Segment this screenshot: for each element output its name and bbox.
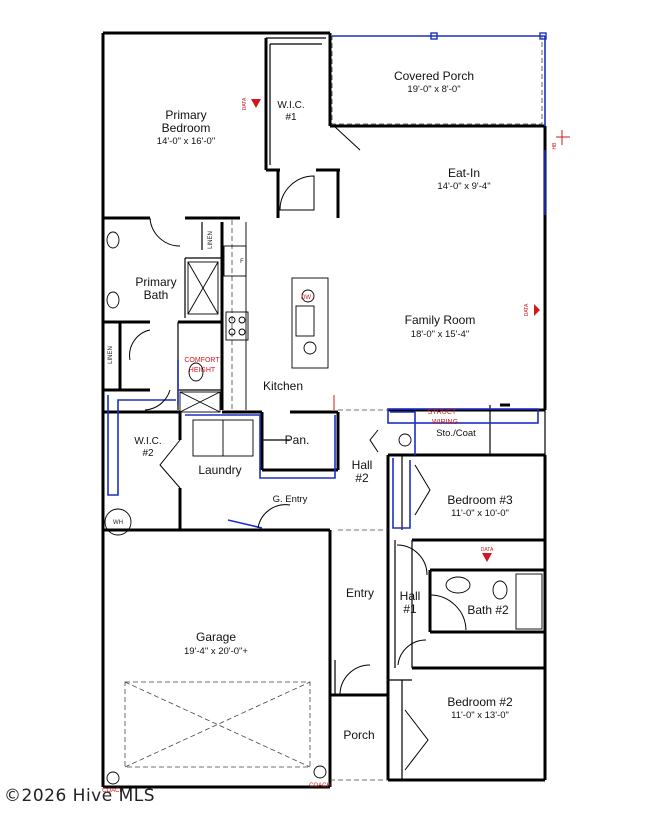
kitchen-island (291, 277, 329, 369)
range (225, 311, 249, 341)
wic1-label-2: #1 (285, 112, 297, 123)
primary-bath-label: Primary (135, 275, 176, 289)
comfort-label: COMFORT (184, 357, 220, 364)
wic2-label-2: #2 (142, 448, 154, 459)
room-labels: Covered Porch 19'-0" x 8'-0" Primary Bed… (134, 69, 513, 742)
hall1-label: Hall (400, 589, 421, 603)
sto-coat-label: Sto./Coat (436, 428, 476, 439)
linen-upper-label: LINEN (208, 231, 214, 249)
water-heater (104, 508, 132, 536)
bedroom3-label: Bedroom #3 (447, 493, 513, 507)
dashed-guides (124, 220, 388, 781)
eat-in-label: Eat-In (448, 166, 480, 180)
linen-lower-label: LINEN (108, 346, 114, 364)
struct-label: STRUCT (428, 409, 457, 416)
laundry-label: Laundry (198, 463, 241, 477)
blue-outlines (107, 150, 546, 529)
data-label-bath: DATA (481, 547, 494, 553)
fixtures (104, 99, 570, 785)
bedroom2-dim: 11'-0" x 13'-0" (451, 710, 509, 721)
family-room-label: Family Room (405, 313, 476, 327)
pantry-label: Pan. (285, 433, 310, 447)
shower (187, 261, 219, 315)
primary-bedroom-label-2: Bedroom (162, 121, 211, 135)
struct-label-2: WIRING (432, 419, 458, 426)
garage-dim: 19'-4" x 20'-0"+ (184, 646, 248, 657)
bath2-label: Bath #2 (467, 603, 509, 617)
hall1-label-2: #1 (403, 602, 417, 616)
dw-label: DW (301, 295, 311, 301)
primary-bath-label-2: Bath (144, 288, 169, 302)
kitchen-label: Kitchen (263, 379, 303, 393)
bedroom2-label: Bedroom #2 (447, 695, 513, 709)
g-entry-label: G. Entry (273, 494, 308, 505)
annotations: LINEN LINEN F DW WH COMFORT HEIGHT STRUC… (102, 97, 558, 794)
data-label-bedroom: DATA (242, 97, 248, 110)
hall2-label-2: #2 (355, 471, 369, 485)
hall2-label: Hall (352, 458, 373, 472)
coach-label-right: COACH (309, 783, 331, 789)
primary-bedroom-dim: 14'-0" x 16'-0" (157, 136, 215, 147)
mls-watermark: ©2026 Hive MLS (4, 786, 156, 806)
covered-porch-dim: 19'-0" x 8'-0" (407, 84, 460, 95)
bedroom3-dim: 11'-0" x 10'-0" (451, 508, 509, 519)
covered-porch-outline (331, 32, 547, 126)
fridge-label: F (240, 259, 244, 265)
garage-label: Garage (196, 630, 236, 644)
wic1-label: W.I.C. (277, 100, 304, 111)
hb-label: HB (552, 142, 558, 150)
wic2-label: W.I.C. (134, 436, 161, 447)
primary-bedroom-label: Primary (165, 108, 206, 122)
family-room-dim: 18'-0" x 15'-4" (411, 329, 469, 340)
comfort-label-2: HEIGHT (189, 367, 216, 374)
coach-label-left: COACH (102, 788, 124, 794)
porch-label: Porch (343, 728, 374, 742)
wh-label: WH (113, 520, 123, 526)
entry-label: Entry (346, 586, 374, 600)
doors (129, 125, 467, 771)
eat-in-dim: 14'-0" x 9'-4" (437, 181, 490, 192)
data-label-family: DATA (524, 303, 530, 316)
covered-porch-label: Covered Porch (394, 69, 474, 83)
